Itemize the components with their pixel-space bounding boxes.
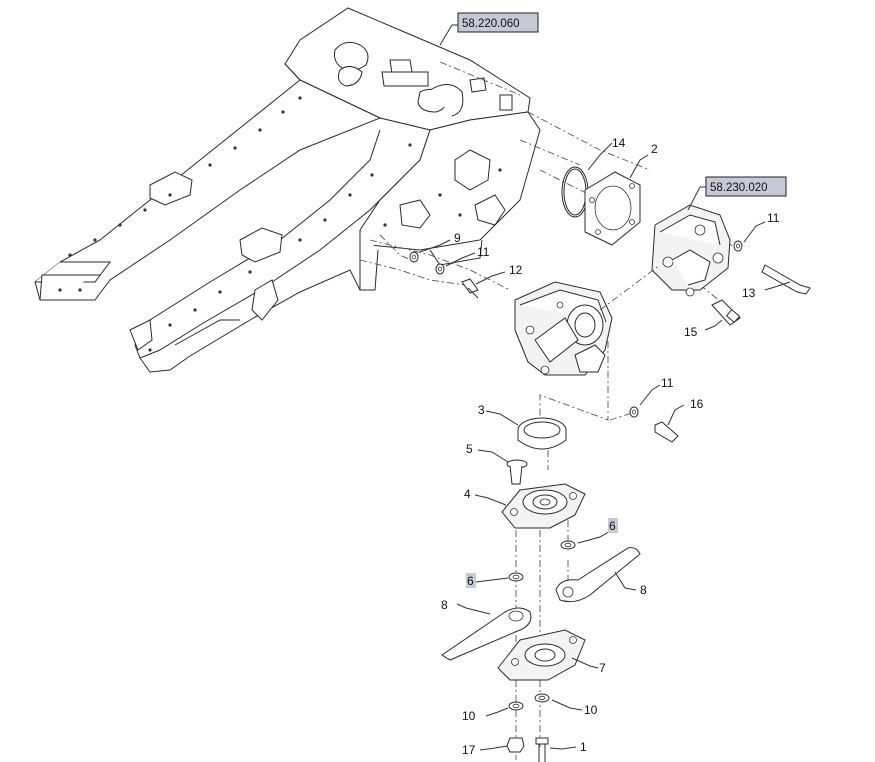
callout-11-left: 11 xyxy=(477,245,490,259)
washers-6 xyxy=(508,540,576,582)
callout-6-highlight-upper xyxy=(608,518,618,533)
callout-10-right: 10 xyxy=(584,703,598,717)
nut-and-bolt xyxy=(506,737,549,762)
leader-lines xyxy=(419,24,791,751)
callout-6-upper: 6 xyxy=(609,519,616,533)
gasket xyxy=(584,171,641,246)
callout-15: 15 xyxy=(684,325,698,339)
mower-frame xyxy=(34,7,541,373)
blade-left xyxy=(441,607,532,661)
reference-link-gearbox[interactable]: 58.230.020 xyxy=(705,176,787,197)
reference-link-frame-label: 58.220.060 xyxy=(462,18,520,30)
blade-holder-lower xyxy=(497,629,586,681)
callout-numbers: 14 2 11 9 11 12 13 15 11 16 3 5 4 6 6 8 … xyxy=(441,136,780,757)
callout-8-right: 8 xyxy=(640,583,647,597)
seal-ring xyxy=(517,417,567,450)
callout-17: 17 xyxy=(462,743,476,757)
lower-gearbox xyxy=(514,281,613,376)
reference-link-gearbox-label: 58.230.020 xyxy=(710,182,768,194)
hardware xyxy=(409,240,811,485)
callout-6-highlight-lower xyxy=(466,573,476,588)
blade-holder-upper xyxy=(501,483,586,529)
callout-3: 3 xyxy=(478,403,485,417)
washers-10 xyxy=(508,693,550,711)
callout-4: 4 xyxy=(464,487,471,501)
upper-gearbox xyxy=(651,204,731,297)
callout-8-left: 8 xyxy=(441,598,448,612)
drive-shaft-axis xyxy=(599,264,661,311)
callout-5: 5 xyxy=(466,442,473,456)
blade-right xyxy=(555,547,641,603)
callout-16: 16 xyxy=(690,397,704,411)
callout-10-left: 10 xyxy=(462,709,476,723)
callout-12: 12 xyxy=(509,263,523,277)
callout-9: 9 xyxy=(454,231,461,245)
callout-6-lower: 6 xyxy=(467,574,474,588)
reference-link-frame[interactable]: 58.220.060 xyxy=(457,12,539,33)
callout-7: 7 xyxy=(599,661,606,675)
callout-2: 2 xyxy=(651,142,658,156)
callout-14: 14 xyxy=(612,136,626,150)
callout-11-lower: 11 xyxy=(661,376,674,390)
callout-11-right: 11 xyxy=(767,211,780,225)
callout-1: 1 xyxy=(580,740,587,754)
callout-13: 13 xyxy=(742,286,756,300)
